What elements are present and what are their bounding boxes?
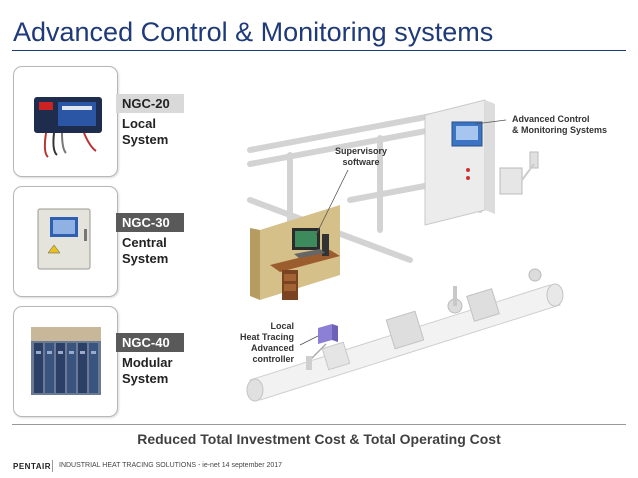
page-title: Advanced Control & Monitoring systems — [13, 17, 494, 47]
product-desc-line2: System — [122, 132, 169, 147]
plant-illustration — [246, 99, 564, 402]
ngc40-rack-image — [31, 327, 101, 395]
product-desc-line1: Local — [122, 116, 156, 131]
product-card-ngc20 — [13, 66, 118, 177]
ngc20-device-image — [34, 97, 102, 158]
acms-cabinet — [424, 99, 495, 226]
footer-separator — [52, 460, 53, 472]
product-card-ngc40 — [13, 306, 118, 417]
product-desc-line2: System — [122, 371, 169, 386]
bottom-divider — [12, 424, 626, 425]
annotation-supervisory: Supervisory software — [335, 146, 388, 167]
product-card-ngc30 — [13, 186, 118, 297]
footer-text: INDUSTRIAL HEAT TRACING SOLUTIONS - ie-n… — [59, 462, 283, 469]
annotation-acms: Advanced Control & Monitoring Systems — [512, 114, 608, 135]
product-desc-line1: Central — [122, 235, 167, 250]
product-desc-line1: Modular — [122, 355, 173, 370]
local-controller — [306, 324, 338, 370]
product-code: NGC-20 — [116, 94, 184, 113]
tagline: Reduced Total Investment Cost & Total Op… — [137, 431, 501, 447]
title-divider — [12, 50, 626, 51]
ngc30-cabinet-image — [37, 208, 91, 270]
product-label-ngc30: NGC-30 Central System — [116, 213, 184, 267]
product-code: NGC-30 — [116, 213, 184, 232]
product-code: NGC-40 — [116, 333, 184, 352]
heat-traced-pipe — [246, 268, 564, 402]
product-label-ngc40: NGC-40 Modular System — [116, 333, 184, 387]
footer-brand: PENTAIR — [13, 462, 52, 471]
product-label-ngc20: NGC-20 Local System — [116, 94, 184, 148]
product-desc-line2: System — [122, 251, 169, 266]
supervisory-desk — [250, 205, 340, 300]
annotation-local-controller: Local Heat Tracing Advanced controller — [239, 321, 294, 364]
